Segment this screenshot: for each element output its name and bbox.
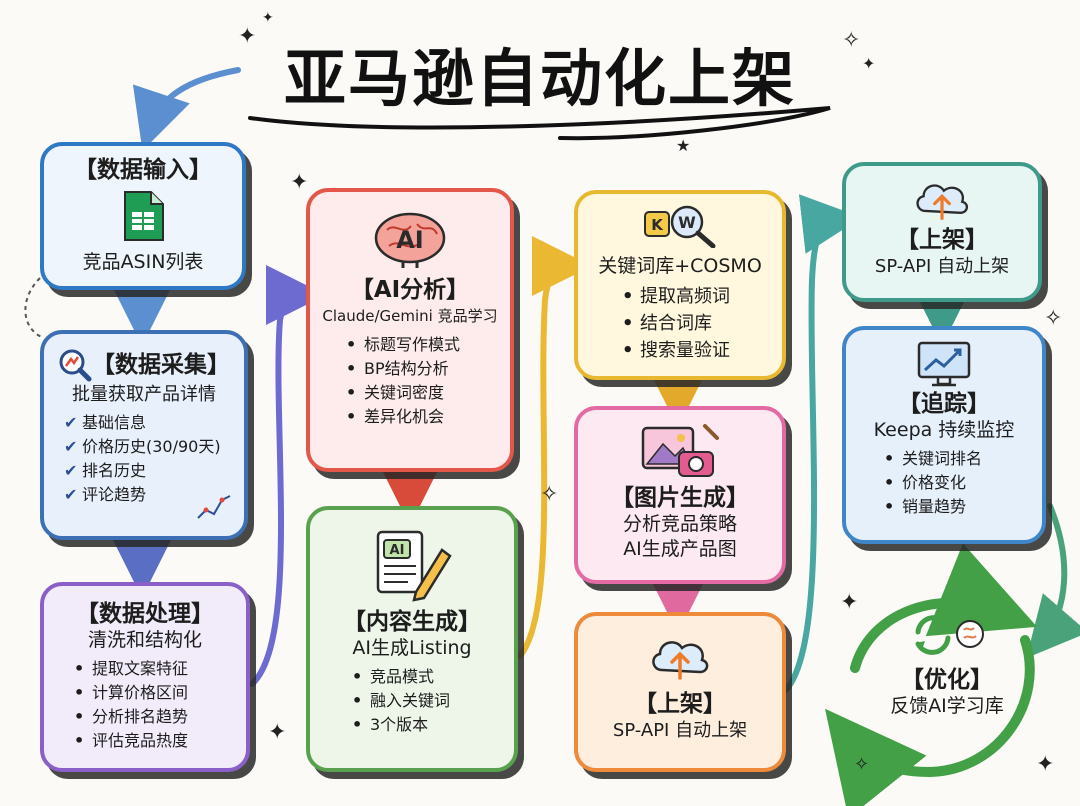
node-title: 【追踪】 [898,391,990,417]
node-subtitle: 竞品ASIN列表 [82,251,204,273]
list-item: •标题写作模式 [346,335,461,354]
list-item: •价格变化 [884,473,967,492]
list-item: •3个版本 [352,715,429,734]
list-item: •结合词库 [622,313,712,334]
node-title: 【图片生成】 [611,485,749,511]
node-subtitle: 反馈AI学习库 [890,695,1004,717]
cloud-upload-icon [912,176,972,222]
svg-text:AI: AI [390,543,405,558]
spreadsheet-icon [121,190,165,242]
arrow-process-to-ai [249,265,326,687]
node-item-list: •关键词排名 •价格变化 •销量趋势 [884,447,982,519]
node-ai-analysis: AI 【AI分析】 Claude/Gemini 竞品学习 •标题写作模式 •BP… [306,188,514,472]
sparkle-icon: ✦ [1036,752,1055,777]
sparkle-icon: ✦ [268,720,287,745]
dashed-curl [24,277,45,339]
node-title: 【数据输入】 [74,157,212,183]
trend-line-icon [197,495,231,519]
list-item: •提取文案特征 [74,659,189,678]
node-subtitle: SP-API 自动上架 [874,256,1010,277]
sparkle-icon: ✧ [540,482,559,507]
sparkle-icon: ✧ [854,754,870,775]
node-keyword-library: K W 关键词库+COSMO •提取高频词 •结合词库 •搜索量验证 [574,190,786,380]
sparkle-icon: ✦ [862,54,876,73]
list-item: •评估竞品热度 [74,731,189,750]
optimize-loop-arrow-bottom [824,635,1035,806]
node-title: 【上架】 [634,691,726,717]
node-title: 【优化】 [901,667,993,693]
node-title: 【数据处理】 [76,601,214,627]
node-title: 【数据采集】 [92,352,230,378]
sparkle-icon: ✦ [290,170,309,195]
node-subtitle: 批量获取产品详情 [72,384,216,405]
sparkle-icon: ✧ [1044,306,1063,331]
node-data-input: 【数据输入】 竞品ASIN列表 [40,142,246,290]
node-title: 【AI分析】 [350,277,470,303]
arrow-content-to-keyword [517,236,592,659]
list-item: •提取高频词 [622,286,730,307]
node-data-processing: 【数据处理】 清洗和结构化 •提取文案特征 •计算价格区间 •分析排名趋势 •评… [40,582,250,772]
keyword-search-icon: K W [643,204,717,248]
node-title: 关键词库+COSMO [598,255,762,277]
arrow-title-to-input [132,67,241,151]
list-item: ✔排名历史 [64,461,147,480]
optimize-loop-arrow-top [850,543,1038,673]
svg-text:W: W [678,213,696,232]
node-data-collection: 【数据采集】 批量获取产品详情 ✔基础信息 ✔价格历史(30/90天) ✔排名历… [40,330,248,540]
ai-brain-icon: AI [367,208,453,270]
node-subtitle: SP-API 自动上架 [612,720,748,741]
svg-text:AI: AI [396,226,424,254]
node-title: 【内容生成】 [343,609,481,635]
list-item: •关键词排名 [884,449,983,468]
node-item-list: •标题写作模式 •BP结构分析 •关键词密度 •差异化机会 [346,333,460,429]
node-subtitle: Keepa 持续监控 [873,419,1015,441]
node-subtitle: Claude/Gemini 竞品学习 [322,307,498,325]
monitor-chart-icon [916,340,972,388]
list-item: •融入关键词 [352,691,451,710]
sparkle-icon: ✦ [840,590,859,615]
arrow-track-to-optimize [1026,503,1080,659]
refresh-brain-icon [908,610,986,660]
image-camera-icon [639,424,721,480]
list-item: •BP结构分析 [346,359,449,378]
list-item: •差异化机会 [346,407,445,426]
node-subtitle: 分析竞品策略 [622,513,737,535]
node-item-list: •提取高频词 •结合词库 •搜索量验证 [622,283,730,364]
sparkle-icon: ✧ [842,28,861,53]
node-item-list: •竞品模式 •融入关键词 •3个版本 [352,665,450,737]
sparkle-icon: ✦ [238,24,257,49]
node-subtitle-2: AI生成产品图 [623,538,737,560]
node-title: 【上架】 [896,227,988,253]
cloud-upload-icon [648,632,712,682]
node-content-generation: AI 【内容生成】 AI生成Listing •竞品模式 •融入关键词 •3个版本 [306,506,518,772]
list-item: •竞品模式 [352,667,435,686]
node-tracking: 【追踪】 Keepa 持续监控 •关键词排名 •价格变化 •销量趋势 [842,326,1046,544]
list-item: •搜索量验证 [622,340,730,361]
node-subtitle: AI生成Listing [352,637,472,659]
list-item: •计算价格区间 [74,683,189,702]
list-item: ✔评论趋势 [64,485,147,504]
list-item: ✔价格历史(30/90天) [64,437,221,456]
node-publish-1: 【上架】 SP-API 自动上架 [574,612,786,772]
magnifier-chart-icon [58,348,92,382]
sparkle-icon: ✦ [262,10,274,26]
title-underline [248,106,831,141]
svg-text:K: K [651,216,664,234]
node-optimize: 【优化】 反馈AI学习库 [876,606,1018,746]
list-item: •分析排名趋势 [74,707,189,726]
list-item: •关键词密度 [346,383,445,402]
list-item: •销量趋势 [884,497,967,516]
node-subtitle: 清洗和结构化 [87,629,202,651]
node-publish-2: 【上架】 SP-API 自动上架 [842,162,1042,302]
node-item-list: •提取文案特征 •计算价格区间 •分析排名趋势 •评估竞品热度 [74,657,188,753]
ai-document-pencil-icon: AI [372,528,452,602]
star-icon: ★ [676,136,691,155]
list-item: ✔基础信息 [64,413,147,432]
node-item-list: ✔基础信息 ✔价格历史(30/90天) ✔排名历史 ✔评论趋势 [64,411,221,507]
page-title: 亚马逊自动化上架 [283,42,796,115]
arrow-publish-to-publish [783,194,862,693]
node-image-generation: 【图片生成】 分析竞品策略 AI生成产品图 [574,406,786,584]
